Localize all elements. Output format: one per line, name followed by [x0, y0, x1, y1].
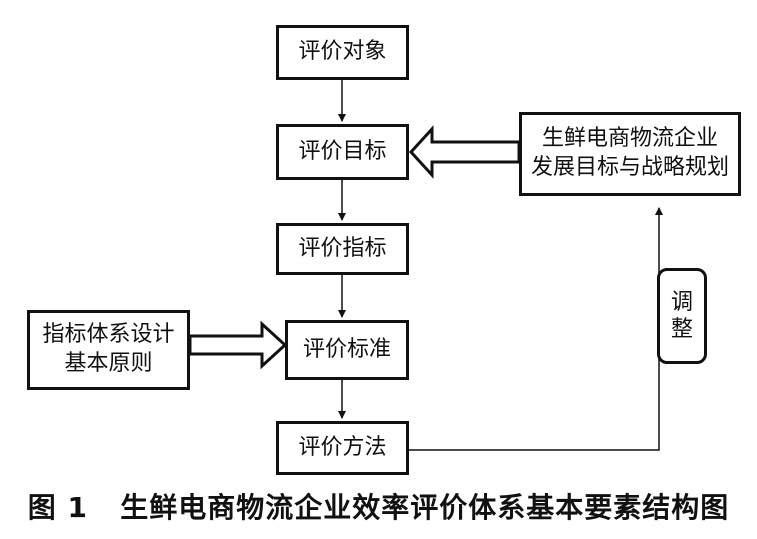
block-arrow-strategy-to-goal: [408, 125, 521, 179]
feedback-line-method-to-strategy: [407, 207, 663, 451]
node-evaluation-goal: 评价目标: [276, 124, 409, 180]
figure-caption: 图 1 生鲜电商物流企业效率评价体系基本要素结构图: [27, 491, 730, 524]
node-evaluation-object: 评价对象: [276, 25, 409, 80]
node-design-principles-line2: 基本原则: [64, 351, 153, 376]
node-evaluation-method: 评价方法: [276, 421, 409, 475]
node-design-principles: 指标体系设计 基本原则: [27, 310, 190, 390]
node-design-principles-line1: 指标体系设计: [42, 322, 175, 348]
node-evaluation-indicator: 评价指标: [276, 223, 409, 275]
node-evaluation-indicator-label: 评价指标: [298, 235, 387, 261]
block-arrow-principle-to-standard: [188, 320, 288, 370]
node-evaluation-standard: 评价标准: [285, 320, 409, 380]
node-evaluation-goal-label: 评价目标: [298, 138, 387, 164]
node-strategy-plan: 生鲜电商物流企业 发展目标与战略规划: [519, 112, 741, 196]
node-adjustment-char1: 调: [670, 289, 693, 315]
node-evaluation-standard-label: 评价标准: [302, 336, 391, 362]
node-adjustment: 调 整: [657, 268, 707, 364]
node-evaluation-method-label: 评价方法: [298, 434, 387, 460]
node-strategy-plan-line1: 生鲜电商物流企业: [541, 126, 718, 152]
node-adjustment-char2: 整: [670, 317, 693, 342]
node-evaluation-object-label: 评价对象: [298, 39, 387, 65]
node-strategy-plan-line2: 发展目标与战略规划: [530, 155, 729, 180]
